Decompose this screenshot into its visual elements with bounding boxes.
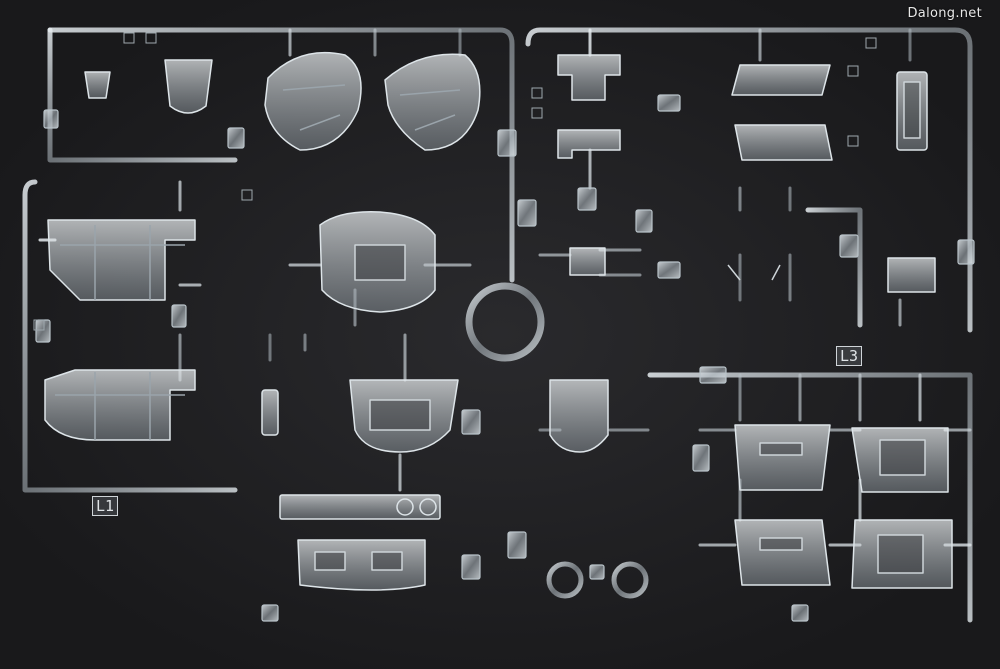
runner-label-l3: L3 <box>836 346 863 366</box>
part-hip-block <box>887 257 936 293</box>
part-hood <box>549 379 609 453</box>
part-number-tabs <box>33 32 877 331</box>
part-shoulder-right <box>384 53 481 151</box>
part-frame-a <box>734 424 831 491</box>
sprue-junctions <box>35 94 975 622</box>
ring-parts <box>546 561 649 599</box>
runner-label-l1: L1 <box>92 496 119 516</box>
part-connector <box>569 247 606 276</box>
part-frame-c <box>734 519 831 586</box>
watermark: Dalong.net <box>907 6 982 21</box>
part-plate-upper <box>731 64 831 96</box>
part-plate-lower <box>734 124 833 161</box>
part-shield-small <box>164 59 213 114</box>
part-nameplate <box>279 494 441 520</box>
parts <box>44 51 953 591</box>
part-clip <box>261 389 279 436</box>
sprue-frame <box>22 27 973 623</box>
part-leg-armor-upper <box>47 219 196 301</box>
part-bracket-upper <box>557 54 621 101</box>
part-small-badge <box>84 71 111 99</box>
part-leg-armor-lower <box>44 369 196 441</box>
part-shoulder-left <box>264 51 362 151</box>
part-bracket-lower <box>557 129 621 159</box>
